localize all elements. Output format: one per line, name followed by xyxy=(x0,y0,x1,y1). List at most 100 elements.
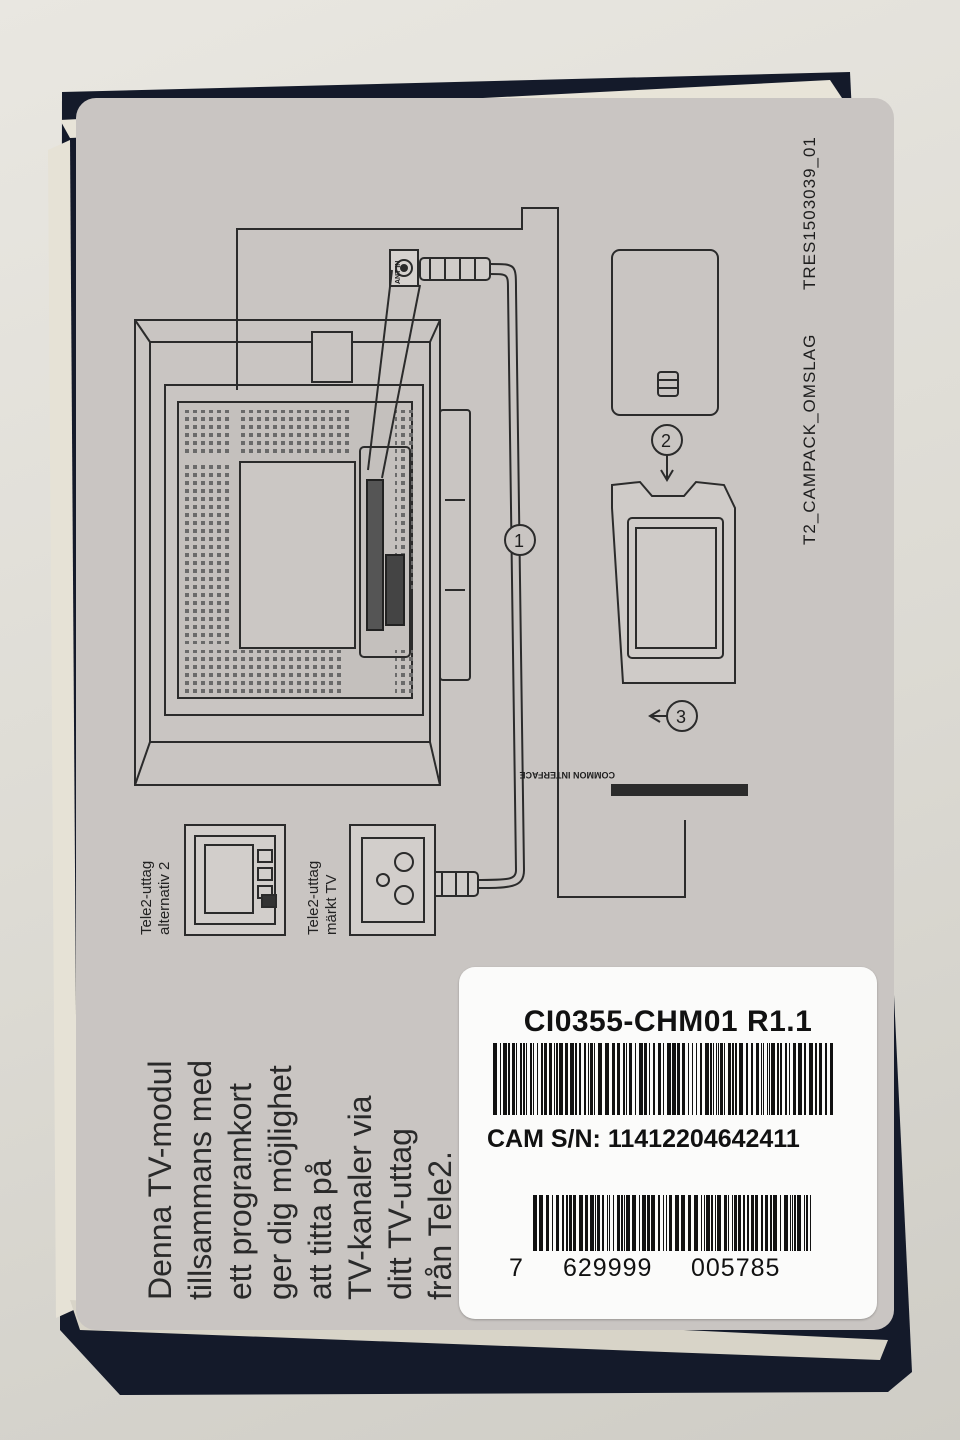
barcode-bar xyxy=(675,1195,679,1251)
barcode-bar xyxy=(658,1195,660,1251)
step-2-text: 2 xyxy=(661,431,671,451)
barcode-bar xyxy=(590,1043,593,1115)
barcode-bar xyxy=(785,1043,787,1115)
barcode-bar xyxy=(639,1195,640,1251)
barcode-bar xyxy=(573,1195,576,1251)
barcode-bar xyxy=(516,1043,517,1115)
barcode-bar xyxy=(735,1043,737,1115)
description-line: ditt TV-uttag xyxy=(382,1128,418,1300)
barcode-bar xyxy=(632,1195,636,1251)
program-card xyxy=(611,249,719,416)
barcode-bar xyxy=(566,1195,568,1251)
barcode-bar xyxy=(651,1195,655,1251)
barcode-bar xyxy=(743,1195,745,1251)
barcode-bar xyxy=(751,1043,753,1115)
barcode-bar xyxy=(579,1195,583,1251)
barcode-bar xyxy=(789,1043,790,1115)
barcode-bar xyxy=(706,1195,710,1251)
serial-barcode xyxy=(493,1043,833,1115)
barcode-bar xyxy=(739,1043,743,1115)
barcode-bar xyxy=(635,1043,636,1115)
barcode-bar xyxy=(607,1195,608,1251)
barcode-bar xyxy=(667,1043,671,1115)
barcode-bar xyxy=(621,1195,623,1251)
ean-group-1: 629999 xyxy=(563,1254,653,1282)
barcode-bar xyxy=(694,1195,698,1251)
barcode-bar xyxy=(825,1043,827,1115)
barcode-bar xyxy=(681,1195,685,1251)
barcode-bar xyxy=(520,1043,522,1115)
description-line: tillsammans med xyxy=(182,1059,218,1300)
barcode-bar xyxy=(669,1195,672,1251)
product-description: Denna TV-modul tillsammans med ett progr… xyxy=(140,1000,460,1300)
barcode-bar xyxy=(767,1043,768,1115)
ant-in-socket xyxy=(389,249,419,287)
barcode-bar xyxy=(626,1043,627,1115)
description-line: ett programkort xyxy=(222,1083,258,1300)
outlet-alt-caption-line: Tele2-uttag xyxy=(138,860,155,935)
barcode-bar xyxy=(549,1043,552,1115)
barcode-bar xyxy=(761,1195,763,1251)
barcode-bar xyxy=(790,1195,791,1251)
ean-lead-digit: 7 xyxy=(509,1254,523,1282)
barcode-bar xyxy=(716,1043,717,1115)
barcode-bar xyxy=(692,1043,693,1115)
barcode-bar xyxy=(830,1043,833,1115)
barcode-bar xyxy=(769,1043,770,1115)
barcode-bar xyxy=(793,1043,796,1115)
barcode-bar xyxy=(598,1043,602,1115)
barcode-bar xyxy=(552,1195,553,1251)
barcode-bar xyxy=(756,1043,759,1115)
barcode-bar xyxy=(649,1043,650,1115)
barcode-bar xyxy=(613,1195,614,1251)
connection-diagram xyxy=(134,207,748,936)
barcode-bar xyxy=(605,1043,609,1115)
barcode-bar xyxy=(594,1043,595,1115)
barcode-bar xyxy=(810,1195,811,1251)
vent-pattern xyxy=(183,410,417,694)
barcode-bar xyxy=(770,1195,772,1251)
barcode-bar xyxy=(537,1043,538,1115)
barcode-bar xyxy=(493,1043,497,1115)
cam-module xyxy=(611,480,736,684)
barcode-bar xyxy=(761,1043,762,1115)
barcode-bar xyxy=(755,1195,758,1251)
barcode-bar xyxy=(569,1195,572,1251)
barcode-bar xyxy=(732,1043,734,1115)
barcode-bar xyxy=(663,1043,664,1115)
barcode-bar xyxy=(771,1043,775,1115)
barcode-bar xyxy=(710,1043,712,1115)
barcode-bar xyxy=(585,1195,588,1251)
barcode-bar xyxy=(609,1195,610,1251)
barcode-bar xyxy=(765,1195,768,1251)
barcode-bar xyxy=(523,1043,525,1115)
description-line: ger dig möjlighet xyxy=(262,1065,298,1300)
barcode-bar xyxy=(720,1043,723,1115)
barcode-bar xyxy=(794,1195,796,1251)
barcode-bar xyxy=(672,1043,676,1115)
box-flap-left xyxy=(48,140,78,1318)
barcode-bar xyxy=(644,1043,647,1115)
barcode-bar xyxy=(562,1195,564,1251)
barcode-bar xyxy=(597,1195,600,1251)
step-1-text: 1 xyxy=(514,531,524,551)
description-line: Denna TV-modul xyxy=(142,1060,178,1300)
barcode-bar xyxy=(751,1195,754,1251)
barcode-bar xyxy=(713,1043,714,1115)
barcode-bar xyxy=(588,1043,589,1115)
ant-in-label: ANT IN xyxy=(395,261,402,284)
barcode-bar xyxy=(792,1195,793,1251)
barcode-bar xyxy=(559,1043,563,1115)
barcode-bar xyxy=(556,1043,558,1115)
ean-barcode xyxy=(533,1195,811,1251)
barcode-bar xyxy=(724,1195,727,1251)
alt-wall-outlet xyxy=(184,824,286,936)
common-interface-label: COMMON INTERFACE xyxy=(520,770,616,780)
description-line: att titta på xyxy=(302,1159,338,1300)
step-1-marker xyxy=(504,524,536,556)
outlet-tv-caption-line: Tele2-uttag xyxy=(305,860,322,935)
campack-label: T2_CAMPACK_OMSLAG xyxy=(800,333,819,545)
common-interface-slot xyxy=(611,784,748,796)
barcode-bar xyxy=(512,1043,515,1115)
